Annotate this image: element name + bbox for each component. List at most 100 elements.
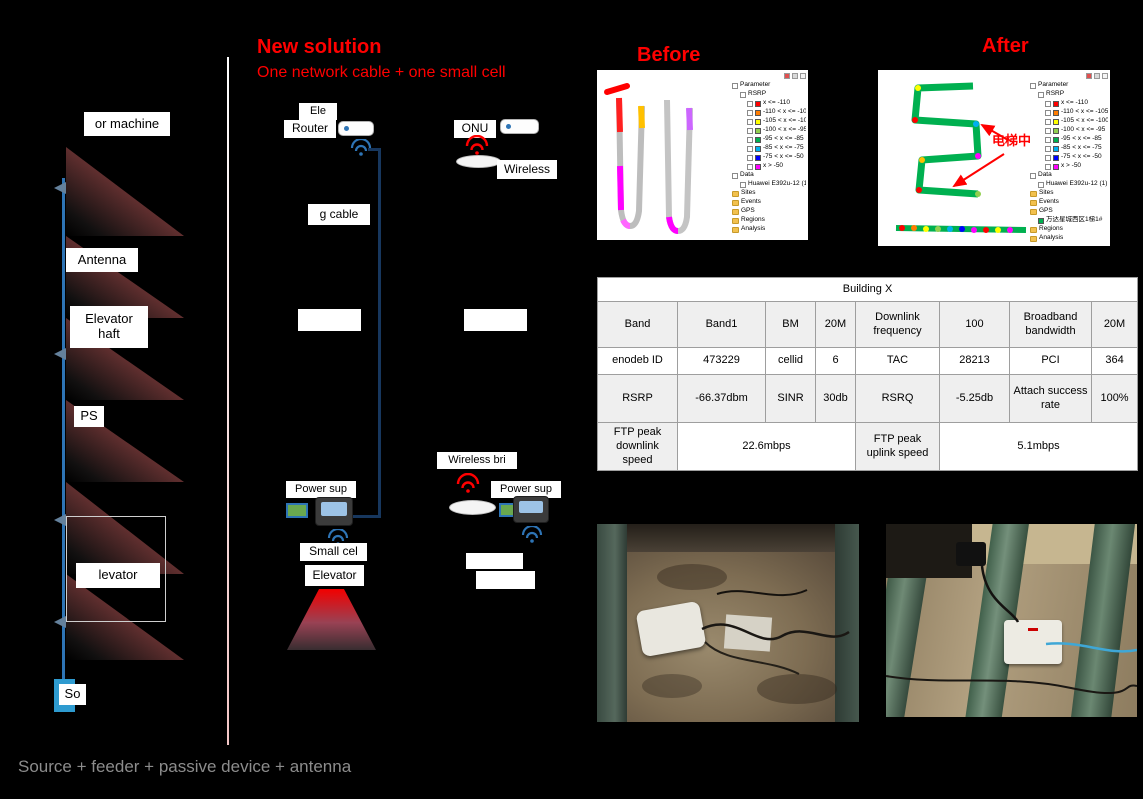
rsrp-range-label: -75 < x <= -50 [1061,153,1102,161]
feeder-line [62,178,65,690]
rsrp-legend-row: x > -50 [747,162,806,171]
old-solution-caption: Source + feeder + passive device + anten… [18,757,352,776]
folder-icon [732,226,739,233]
blank-label [298,309,361,331]
legend-events-label: Events [741,198,761,206]
rsrp-range-label: x > -50 [763,162,784,170]
legend-sites-label: Sites [741,189,756,197]
folder-icon [732,199,739,206]
legend-root-label: Parameter [740,81,771,89]
rsrp-legend-row: x <= -110 [1045,99,1108,108]
checkbox-icon [747,145,753,152]
rsrp-legend-row: -95 < x <= -85 [1045,135,1108,144]
network-cable-label: g cable [308,204,370,225]
power-supply-icon [286,503,308,518]
blank-label [466,553,523,569]
table-cell: SINR [765,374,816,423]
rsrp-color-swatch [1053,127,1059,134]
rsrp-range-label: -100 < x <= -95 [763,126,806,134]
rsrp-legend-row: x <= -110 [747,99,806,108]
rsrp-legend-row: -110 < x <= -105 [747,108,806,117]
rsrp-range-label: -95 < x <= -85 [1061,135,1102,143]
toolbar-icon [1102,73,1108,79]
before-screenshot-panel: Parameter RSRP x <= -110 -110 < x <= -10… [597,70,808,240]
wireless-signal-icon [465,135,489,155]
checkbox-icon [1045,145,1051,152]
bridge-antenna-icon [449,500,496,515]
folder-icon [732,217,739,224]
photo-detail [1028,628,1038,631]
checkbox-icon [1045,109,1051,116]
passive-splitter-label: PS [74,406,104,427]
checkbox-icon [732,82,738,89]
photo-detail [597,524,859,552]
photo-machine-room-floor [597,524,859,722]
checkbox-icon [1030,172,1036,179]
photo-detail [642,674,702,698]
legend-device-label: Huawei E392u-12 (1) [1046,180,1108,188]
table-cell: 100 [939,301,1010,348]
photo-cables [701,589,850,675]
table-cell: -5.25db [939,374,1010,423]
table-cell: 30db [815,374,856,423]
table-cell: PCI [1009,347,1092,375]
elevator-car-outline [66,516,166,622]
rsrp-legend-row: -105 < x <= -100 [1045,117,1108,126]
legend-regions-label: Regions [741,216,765,224]
legend-toolbar [732,73,806,79]
site-color-swatch [1038,217,1044,224]
legend-sites-label: Sites [1039,189,1054,197]
legend-analysis-label: Analysis [741,225,766,233]
photo-detail [757,674,837,704]
rsrp-range-label: -85 < x <= -75 [1061,144,1102,152]
small-cell-label: Small cel [300,543,367,561]
small-cell-device-icon [513,496,549,523]
table-cell: enodeb ID [597,347,678,375]
wireless-label: Wireless [497,160,557,179]
table-cell: RSRQ [855,374,940,423]
table-cell: 100% [1090,374,1139,423]
table-cell: FTP peak uplink speed [855,421,940,472]
legend-root-label: Parameter [1038,81,1069,89]
legend-rsrp-label: RSRP [748,90,767,98]
toolbar-icon [1094,73,1100,79]
table-cell: Band1 [677,301,766,348]
router-led-icon [344,126,349,131]
folder-icon [1030,235,1037,242]
after-screenshot-panel: 电梯中 Parameter RSRP x <= -110 [878,70,1110,246]
after-title: After [982,35,1029,57]
machine-room-label-2: Ele [299,103,337,120]
wifi-icon [521,526,543,543]
legend-regions-label: Regions [1039,225,1063,233]
network-cable [350,515,381,518]
router-device-icon [338,121,374,136]
table-cell: cellid [765,347,816,375]
checkbox-icon [1030,82,1036,89]
table-cell: 5.1mbps [938,421,1139,472]
rsrp-color-swatch [1053,109,1059,116]
photo-detail [835,524,859,722]
table-cell: 6 [815,347,856,375]
folder-icon [1030,208,1037,215]
before-title: Before [637,44,701,66]
legend-data-label: Data [1038,171,1052,179]
rsrp-color-swatch [755,118,761,125]
table-cell: 22.6mbps [677,421,856,472]
checkbox-icon [747,109,753,116]
rsrp-color-swatch [1053,145,1059,152]
rsrp-color-swatch [1053,154,1059,161]
section-divider [227,57,229,745]
signal-source-label: So [59,684,86,705]
rsrp-legend-row: -85 < x <= -75 [747,144,806,153]
checkbox-icon [732,172,738,179]
legend-data-label: Data [740,171,754,179]
wifi-icon [350,139,372,156]
rsrp-legend-row: -75 < x <= -50 [1045,153,1108,162]
rsrp-color-swatch [1053,118,1059,125]
coupler-arrow-icon [54,182,66,194]
rsrp-range-label: -75 < x <= -50 [763,153,804,161]
blank-label [476,571,535,589]
rsrp-range-label: -110 < x <= -105 [1061,108,1108,116]
rsrp-range-label: -105 < x <= -100 [763,117,806,125]
close-icon [1086,73,1092,79]
